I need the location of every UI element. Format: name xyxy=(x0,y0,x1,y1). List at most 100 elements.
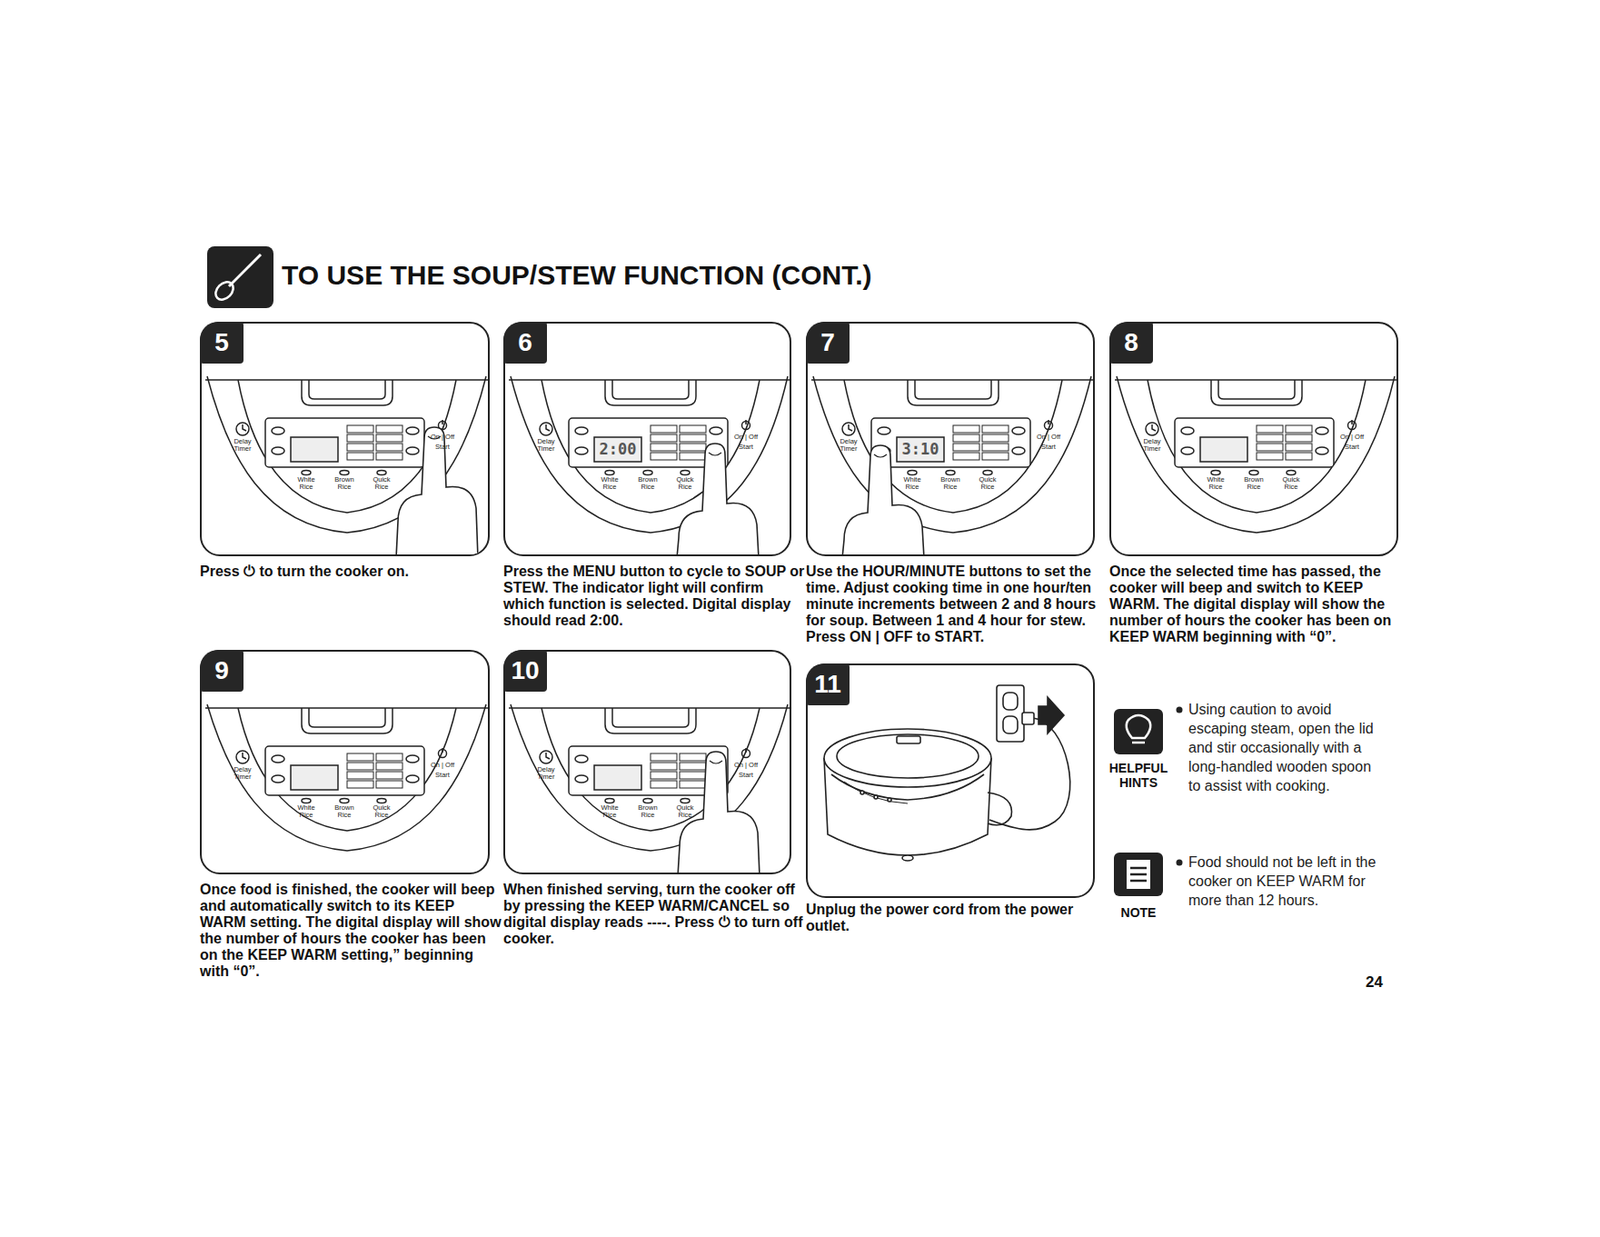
rice-button xyxy=(301,798,311,804)
minute-button xyxy=(271,775,285,783)
indicator xyxy=(679,443,706,451)
button-label: Start xyxy=(427,771,458,779)
button-label: White Rice xyxy=(292,476,320,491)
lid-edge xyxy=(205,706,488,709)
indicator xyxy=(953,434,980,442)
clock-icon xyxy=(539,750,553,764)
doc-line xyxy=(1130,873,1147,876)
button-label: Delay Timer xyxy=(834,437,864,453)
rice-button xyxy=(643,798,653,804)
note-text: Food should not be left in the cooker on… xyxy=(1188,852,1382,910)
unplug-arrow xyxy=(1038,696,1064,734)
digital-display xyxy=(290,437,338,462)
control-panel xyxy=(568,745,728,796)
button-label: Start xyxy=(730,771,762,779)
pressing-hand xyxy=(396,427,478,555)
indicator xyxy=(650,753,677,761)
indicator xyxy=(376,425,403,433)
button-label: Quick Rice xyxy=(973,476,1002,491)
indicator xyxy=(679,434,706,442)
doc-line xyxy=(1130,879,1147,883)
cooker-lid xyxy=(811,376,1094,533)
rice-button xyxy=(377,470,387,476)
cooker-lid xyxy=(1114,376,1397,533)
button-label: Start xyxy=(427,443,458,451)
step-panel: 8Once the selected time has passed, the … xyxy=(1109,321,1399,557)
body-curve xyxy=(1116,376,1395,533)
rice-button xyxy=(339,798,349,804)
clock-hands xyxy=(546,752,550,759)
lid-latch xyxy=(1211,379,1302,406)
pressing-hand xyxy=(676,443,759,555)
button-label: Delay Timer xyxy=(228,765,258,781)
clock-icon xyxy=(842,422,855,436)
control-panel xyxy=(871,417,1031,468)
indicator xyxy=(650,434,677,442)
digital-display xyxy=(594,765,642,790)
rice-button xyxy=(377,798,387,804)
control-panel xyxy=(265,745,425,796)
button-label: Quick Rice xyxy=(367,476,396,491)
step-panel: 7Use the HOUR/MINUTE buttons to set the … xyxy=(805,321,1095,557)
socket xyxy=(1003,715,1018,734)
front-band xyxy=(831,774,984,800)
button-label: Quick Rice xyxy=(671,476,699,491)
plug xyxy=(1022,712,1034,725)
button-label: Quick Rice xyxy=(367,804,396,819)
step-number: 6 xyxy=(503,321,547,364)
indicator xyxy=(650,762,677,770)
step-panel: 6Press the MENU button to cycle to SOUP … xyxy=(503,321,792,557)
indicator xyxy=(1256,434,1283,442)
button-label: Brown Rice xyxy=(634,476,662,491)
power-icon-bar xyxy=(1351,419,1353,425)
step-caption: When finished serving, turn the cooker o… xyxy=(503,881,807,947)
step-panel: 5Press ⏻ to turn the cooker on.Delay Tim… xyxy=(199,321,490,557)
keep-warm-button xyxy=(406,755,419,763)
hint-icon xyxy=(1113,708,1163,755)
power-icon-bar xyxy=(441,747,444,753)
button xyxy=(860,790,865,795)
lid-latch xyxy=(605,707,696,734)
indicator xyxy=(982,443,1009,451)
lid-latch-inner xyxy=(308,379,386,399)
indicator xyxy=(376,443,403,451)
button-label: Quick Rice xyxy=(671,804,699,819)
digital-display xyxy=(896,437,945,462)
indicator xyxy=(347,425,374,433)
unplug-illustration xyxy=(824,685,1071,861)
clock-icon xyxy=(539,422,553,436)
step-panel: 10When finished serving, turn the cooker… xyxy=(503,649,792,875)
minute-button xyxy=(575,775,588,783)
clock-hands xyxy=(546,424,550,431)
control-panel xyxy=(1174,417,1334,468)
step-illustration xyxy=(807,665,1094,896)
button-label: Start xyxy=(1336,443,1368,451)
lid-edge xyxy=(811,378,1094,381)
note-icon xyxy=(1113,852,1163,896)
panel-clip xyxy=(807,665,1094,896)
lid-rim xyxy=(836,734,979,778)
rice-button xyxy=(605,798,615,804)
lid-latch xyxy=(301,707,393,734)
indicator xyxy=(982,425,1009,433)
button-label: White Rice xyxy=(596,476,624,491)
hour-button xyxy=(271,755,285,763)
indicator xyxy=(376,780,403,788)
indicator xyxy=(347,771,374,779)
step-caption: Press ⏻ to turn the cooker on. xyxy=(199,563,504,580)
button-label: Delay Timer xyxy=(1137,437,1167,453)
button-label: Brown Rice xyxy=(330,804,358,819)
indicator xyxy=(347,762,374,770)
button-label: Quick Rice xyxy=(1277,476,1305,491)
indicator xyxy=(376,434,403,442)
indicator xyxy=(679,452,706,460)
button xyxy=(887,797,892,802)
step-caption: Unplug the power cord from the power out… xyxy=(805,901,1110,935)
indicator xyxy=(376,762,403,770)
button-label: On | Off xyxy=(730,761,762,769)
cooker-foot xyxy=(902,854,914,861)
indicator xyxy=(1256,452,1283,460)
inner-curve xyxy=(238,707,457,831)
rice-button xyxy=(605,470,615,476)
indicator xyxy=(376,452,403,460)
